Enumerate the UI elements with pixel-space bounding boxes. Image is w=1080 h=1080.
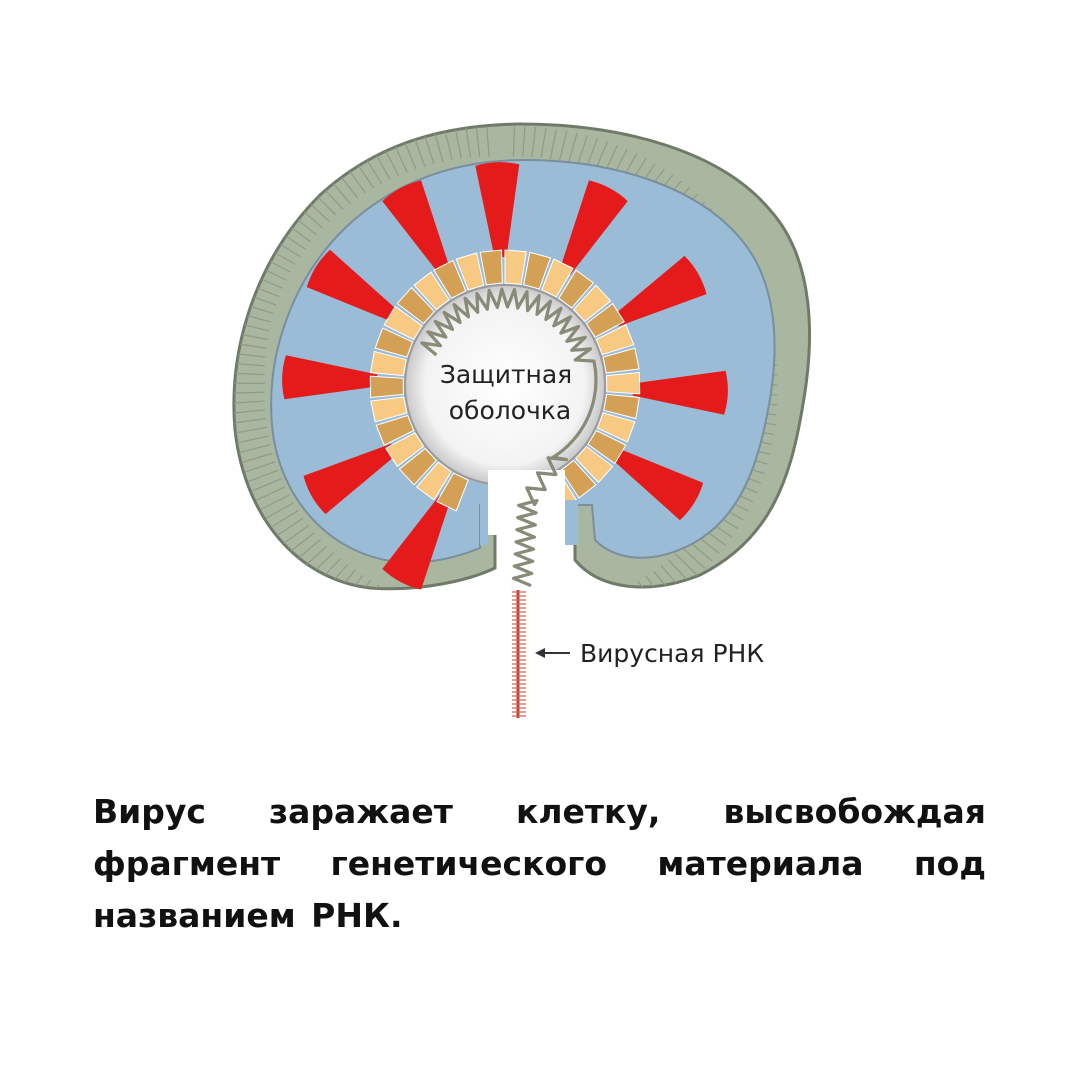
capsid-segment [370,396,408,423]
spike-protein [303,443,398,515]
capsid-segment [398,447,437,486]
capsid-segment [558,269,595,309]
spike-protein [559,180,628,275]
capsid-segment [479,249,503,286]
capsid-segment [369,375,404,399]
capsid-segment [374,327,414,358]
rna-coil [420,287,598,588]
capsid-segment [560,459,597,499]
capsid-segment [603,393,640,420]
caption-text: Вирус заражает клетку, высвобождая фрагм… [93,792,986,935]
capsid-segment [541,258,574,298]
capsid-label-line-2: оболочка [449,396,571,425]
capsid-segment [606,371,641,395]
spike-protein [632,370,728,415]
capsid-segment [413,271,450,311]
capsid-segment [383,305,423,341]
capsid-segment [396,286,435,325]
capsid-segment [595,324,635,356]
rna-label: Вирусная РНК [580,639,764,668]
spike-protein [382,495,451,590]
capsid-segment [585,302,625,338]
capsid-segment [385,432,425,468]
capsid-label: Защитная оболочка [440,360,580,425]
spike-proteins [282,162,728,590]
capsid-segment [587,429,627,465]
capsid-segment [573,284,612,323]
capsid-segment [596,412,636,443]
capsid-segment [436,472,469,512]
viral-rna-strand [512,590,526,718]
capsid-segment [370,350,407,377]
capsid-segment [415,461,452,501]
capsid-ring [369,249,641,518]
capsid-segment [455,252,485,291]
spike-protein [382,180,451,275]
capsid-segment [575,445,614,484]
arrow-head-icon [535,648,545,658]
rna-callout: Вирусная РНК [535,639,764,668]
spike-protein [610,447,704,521]
spike-protein [306,249,400,323]
capsid-segment [433,259,467,299]
capsid-segment [504,249,527,285]
virus-infection-diagram: Защитная оболочка Вирусная РНК [232,122,811,718]
capsid-segment [375,414,415,446]
capsid-segment [523,251,552,290]
spike-protein [475,162,520,258]
spike-protein [612,255,707,327]
spike-protein [282,355,378,400]
capsid-label-line-1: Защитная [440,360,572,389]
capsid-segment [602,347,640,374]
